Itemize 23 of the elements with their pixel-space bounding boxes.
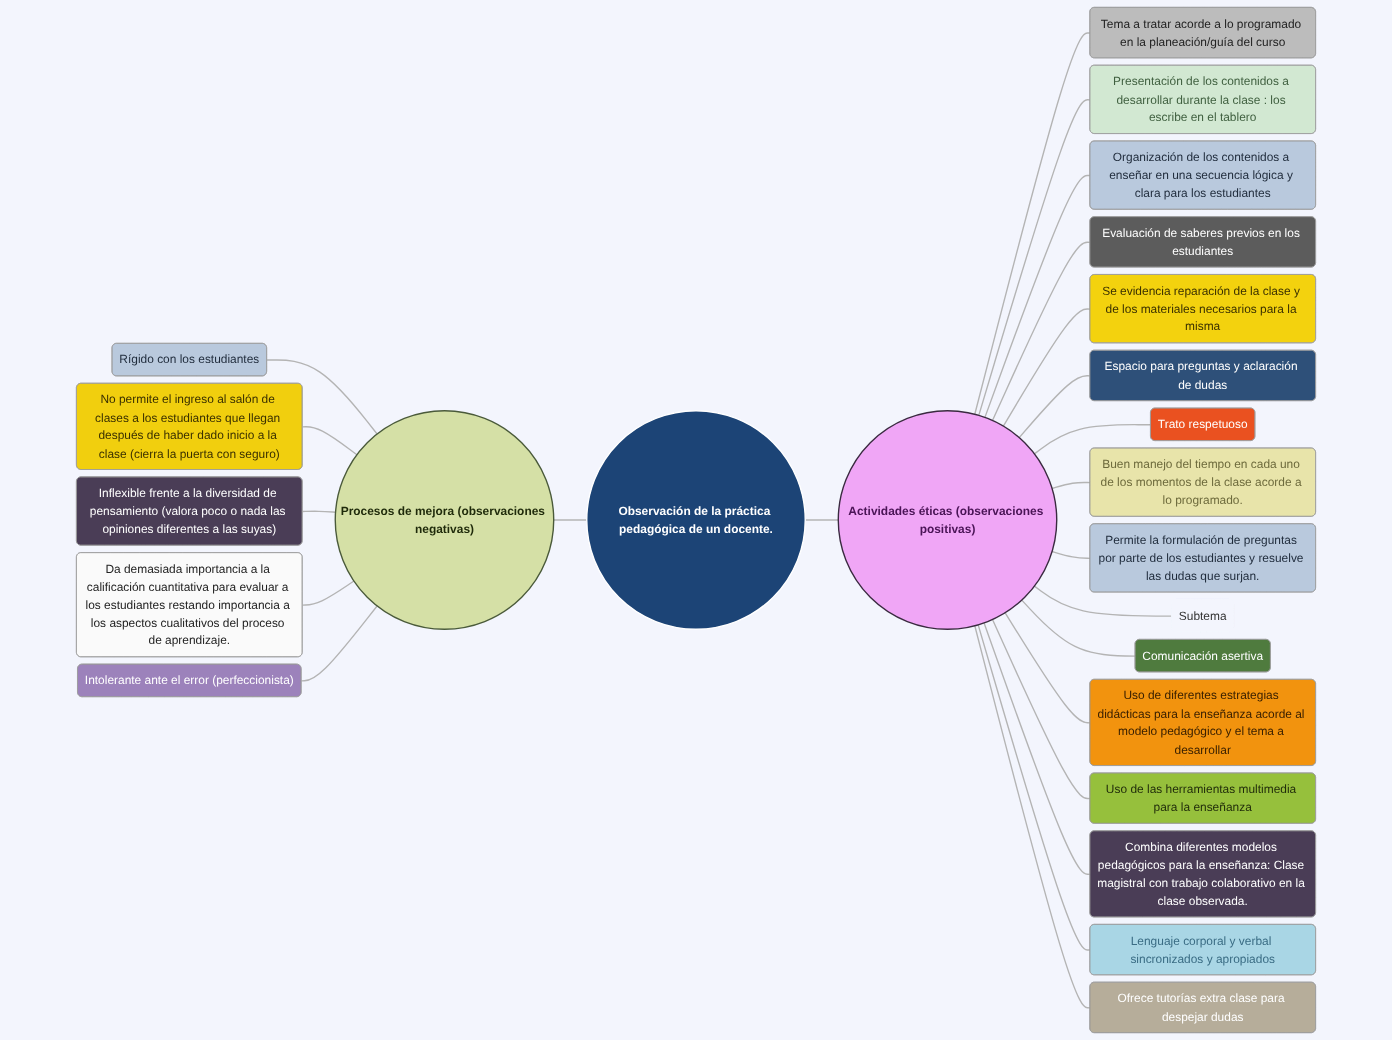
connector [302, 580, 355, 606]
connector [302, 510, 337, 513]
connector [266, 359, 378, 435]
connector [804, 519, 839, 521]
connector [553, 519, 588, 521]
connector [302, 426, 358, 456]
connector [991, 618, 1091, 800]
connector [1002, 308, 1091, 427]
connector [984, 174, 1091, 419]
connector [1033, 424, 1152, 455]
connector [974, 32, 1091, 415]
connector [991, 241, 1091, 422]
connector [300, 605, 378, 682]
connector [978, 99, 1091, 417]
connector [1051, 481, 1091, 490]
connector [977, 624, 1091, 951]
connector [1033, 585, 1173, 617]
connector [974, 625, 1091, 1009]
connector [1018, 375, 1091, 439]
connector [1004, 612, 1091, 724]
connector [1051, 550, 1091, 559]
connector [1021, 599, 1137, 657]
connector [983, 622, 1091, 875]
